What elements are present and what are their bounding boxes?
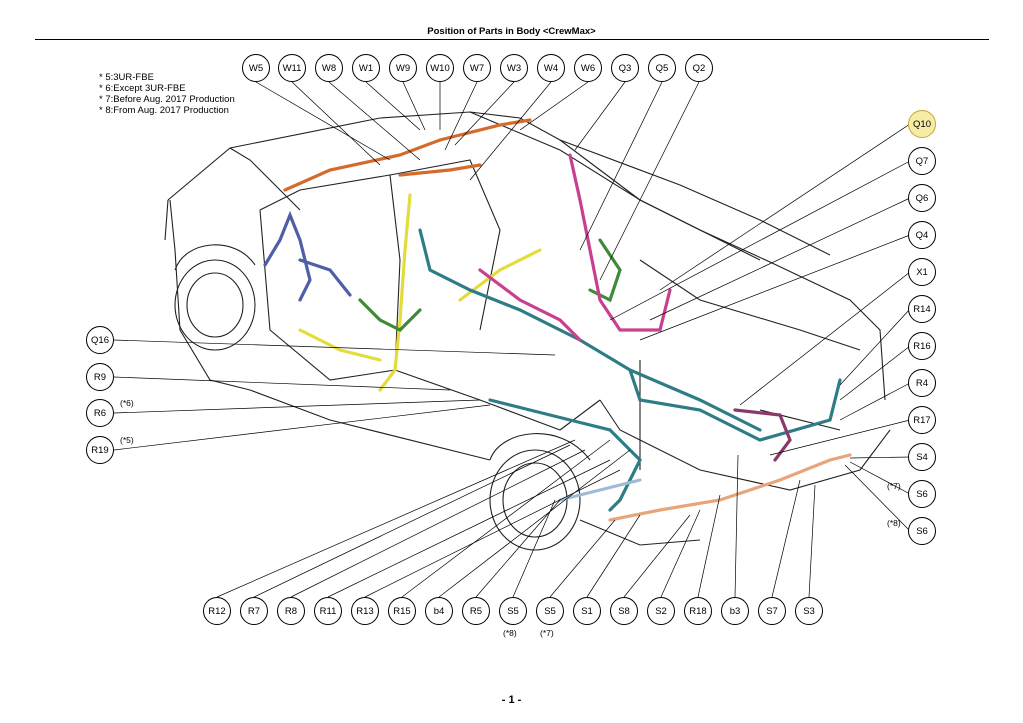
note-line: * 6:Except 3UR-FBE bbox=[99, 83, 186, 94]
callout-Q2[interactable]: Q2 bbox=[685, 54, 713, 82]
callout-W11[interactable]: W11 bbox=[278, 54, 306, 82]
callout-X1[interactable]: X1 bbox=[908, 258, 936, 286]
callout-R9[interactable]: R9 bbox=[86, 363, 114, 391]
callout-Q10-highlighted[interactable]: Q10 bbox=[908, 110, 936, 138]
leader-lines bbox=[113, 81, 911, 598]
callout-R4[interactable]: R4 bbox=[908, 369, 936, 397]
title-divider bbox=[35, 39, 989, 40]
callout-W9[interactable]: W9 bbox=[389, 54, 417, 82]
callout-R14[interactable]: R14 bbox=[908, 295, 936, 323]
callout-R12[interactable]: R12 bbox=[203, 597, 231, 625]
callout-W6[interactable]: W6 bbox=[574, 54, 602, 82]
wire-harnesses bbox=[263, 118, 852, 522]
callout-Q7[interactable]: Q7 bbox=[908, 147, 936, 175]
page-number: - 1 - bbox=[501, 694, 522, 706]
callout-S8[interactable]: S8 bbox=[610, 597, 638, 625]
note-star7: (*7) bbox=[887, 481, 901, 491]
callout-S2[interactable]: S2 bbox=[647, 597, 675, 625]
note-line: * 8:From Aug. 2017 Production bbox=[99, 105, 229, 116]
callout-Q16[interactable]: Q16 bbox=[86, 326, 114, 354]
callout-R5[interactable]: R5 bbox=[462, 597, 490, 625]
callout-W4[interactable]: W4 bbox=[537, 54, 565, 82]
callout-R17[interactable]: R17 bbox=[908, 406, 936, 434]
callout-W7[interactable]: W7 bbox=[463, 54, 491, 82]
callout-R15[interactable]: R15 bbox=[388, 597, 416, 625]
callout-Q5[interactable]: Q5 bbox=[648, 54, 676, 82]
note-star8: (*8) bbox=[887, 518, 901, 528]
callout-R11[interactable]: R11 bbox=[314, 597, 342, 625]
callout-Q3[interactable]: Q3 bbox=[611, 54, 639, 82]
callout-Q4[interactable]: Q4 bbox=[908, 221, 936, 249]
callout-S6-7[interactable]: S6 bbox=[908, 480, 936, 508]
callout-S1[interactable]: S1 bbox=[573, 597, 601, 625]
callout-S4[interactable]: S4 bbox=[908, 443, 936, 471]
callout-S5-7[interactable]: S5 bbox=[536, 597, 564, 625]
callout-R7[interactable]: R7 bbox=[240, 597, 268, 625]
callout-b4[interactable]: b4 bbox=[425, 597, 453, 625]
callout-R19[interactable]: R19 bbox=[86, 436, 114, 464]
callout-S3[interactable]: S3 bbox=[795, 597, 823, 625]
callout-S6-8[interactable]: S6 bbox=[908, 517, 936, 545]
callout-b3[interactable]: b3 bbox=[721, 597, 749, 625]
callout-W10[interactable]: W10 bbox=[426, 54, 454, 82]
callout-S5-8[interactable]: S5 bbox=[499, 597, 527, 625]
note-line: * 5:3UR-FBE bbox=[99, 72, 154, 83]
callout-W3[interactable]: W3 bbox=[500, 54, 528, 82]
note-star8: (*8) bbox=[503, 628, 517, 638]
callout-R6[interactable]: R6 bbox=[86, 399, 114, 427]
note-star5: (*5) bbox=[120, 435, 134, 445]
note-line: * 7:Before Aug. 2017 Production bbox=[99, 94, 235, 105]
notes-legend: * 5:3UR-FBE * 6:Except 3UR-FBE * 7:Befor… bbox=[99, 72, 235, 116]
note-star7: (*7) bbox=[540, 628, 554, 638]
callout-R8[interactable]: R8 bbox=[277, 597, 305, 625]
callout-W1[interactable]: W1 bbox=[352, 54, 380, 82]
note-star6: (*6) bbox=[120, 398, 134, 408]
callout-R16[interactable]: R16 bbox=[908, 332, 936, 360]
callout-R13[interactable]: R13 bbox=[351, 597, 379, 625]
callout-Q6[interactable]: Q6 bbox=[908, 184, 936, 212]
callout-W5[interactable]: W5 bbox=[242, 54, 270, 82]
callout-S7[interactable]: S7 bbox=[758, 597, 786, 625]
callout-W8[interactable]: W8 bbox=[315, 54, 343, 82]
callout-R18[interactable]: R18 bbox=[684, 597, 712, 625]
page-title: Position of Parts in Body <CrewMax> bbox=[427, 26, 596, 37]
truck-outline bbox=[164, 111, 891, 551]
